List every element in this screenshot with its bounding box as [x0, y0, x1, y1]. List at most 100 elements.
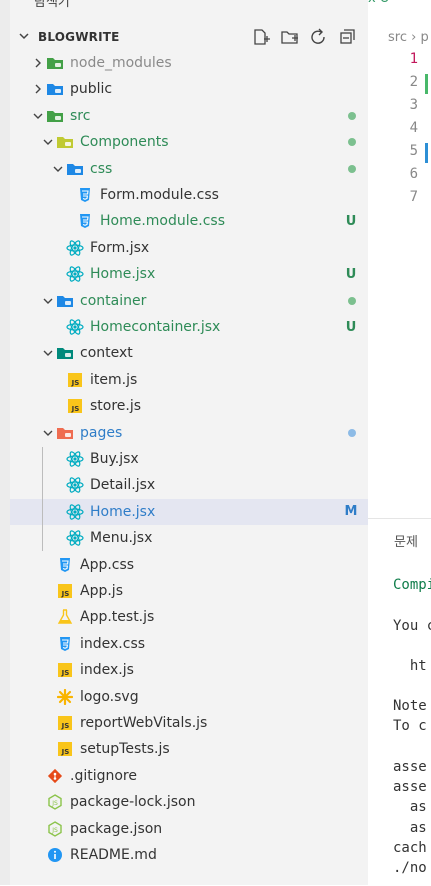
git-status-badge: U: [345, 266, 357, 282]
refresh-icon[interactable]: [309, 28, 329, 46]
tree-item-label: Form.module.css: [100, 187, 219, 203]
tree-file-reportwebvitals-js[interactable]: JS reportWebVitals.js: [10, 710, 368, 736]
tree-item-label: README.md: [70, 847, 157, 863]
folder-components-icon: [56, 133, 74, 151]
chevron-down-icon: [40, 345, 56, 361]
git-icon: [46, 767, 64, 785]
new-file-icon[interactable]: [251, 28, 271, 46]
arrow-spacer: [40, 609, 56, 625]
modified-dot-icon: [348, 138, 356, 147]
terminal-line: as: [393, 799, 427, 815]
tree-item-label: Components: [80, 134, 169, 151]
tree-file-home-jsx[interactable]: Home.jsx U: [10, 261, 368, 287]
breadcrumb[interactable]: src › p: [388, 30, 429, 45]
collapse-all-icon[interactable]: [338, 28, 358, 46]
svg-text:JS: JS: [61, 669, 70, 677]
more-actions-icon[interactable]: ···: [330, 0, 347, 8]
tree-item-label: store.js: [90, 398, 142, 415]
modified-dot-icon: [348, 428, 356, 437]
editor-tab-status[interactable]: x U: [368, 0, 389, 6]
tree-file-detail-jsx[interactable]: Detail.jsx: [10, 472, 368, 498]
arrow-spacer: [30, 768, 46, 784]
tree-item-label: Homecontainer.jsx: [90, 319, 221, 335]
tree-file-store-js[interactable]: JS store.js: [10, 393, 368, 419]
tree-file-form-jsx[interactable]: Form.jsx: [10, 235, 368, 261]
tree-item-label: container: [80, 292, 147, 309]
svg-text:JS: JS: [61, 722, 70, 730]
tree-folder-context[interactable]: context: [10, 340, 368, 366]
tree-item-label: Home.module.css: [100, 213, 225, 230]
project-header[interactable]: BLOGWRITE: [10, 25, 368, 49]
terminal-line: as: [393, 820, 427, 836]
react-icon: [66, 265, 84, 283]
tree-item-label: Menu.jsx: [90, 530, 153, 547]
js-icon: JS: [56, 714, 74, 732]
terminal-line: ./no: [393, 860, 427, 876]
arrow-spacer: [60, 187, 76, 203]
arrow-spacer: [50, 319, 66, 335]
line-number: 1: [409, 51, 418, 67]
tree-file-index-css[interactable]: index.css: [10, 631, 368, 657]
tree-file-form-module-css[interactable]: Form.module.css: [10, 182, 368, 208]
bottom-panel: [368, 518, 431, 886]
tree-folder-src[interactable]: src: [10, 103, 368, 129]
modified-dot-icon: [348, 296, 356, 305]
terminal-line: You c: [393, 618, 431, 634]
chevron-right-icon: [30, 81, 46, 97]
new-folder-icon[interactable]: [280, 28, 300, 46]
react-icon: [66, 239, 84, 257]
tree-item-label: item.js: [90, 371, 138, 388]
arrow-spacer: [30, 847, 46, 863]
js-icon: JS: [56, 740, 74, 758]
tree-item-label: pages: [80, 424, 123, 441]
arrow-spacer: [40, 557, 56, 573]
tree-folder-components[interactable]: Components: [10, 129, 368, 155]
project-title: BLOGWRITE: [38, 30, 120, 44]
arrow-spacer: [40, 583, 56, 599]
tree-folder-container[interactable]: container: [10, 288, 368, 314]
tree-file-readme-md[interactable]: README.md: [10, 842, 368, 868]
tree-file-app-test-js[interactable]: App.test.js: [10, 604, 368, 630]
react-icon: [66, 503, 84, 521]
tree-file-buy-jsx[interactable]: Buy.jsx: [10, 446, 368, 472]
nodejs-icon: JS: [46, 820, 64, 838]
modified-dot-icon: [348, 164, 356, 173]
tree-folder-public[interactable]: public: [10, 76, 368, 102]
terminal-line: asse: [393, 779, 427, 795]
arrow-spacer: [40, 636, 56, 652]
tree-file--gitignore[interactable]: .gitignore: [10, 763, 368, 789]
css-icon: [56, 556, 74, 574]
tree-item-label: reportWebVitals.js: [80, 715, 208, 731]
arrow-spacer: [50, 266, 66, 282]
indent-guide: [42, 447, 43, 551]
react-icon: [66, 476, 84, 494]
terminal-line: asse: [393, 759, 427, 775]
svg-text:JS: JS: [61, 590, 70, 598]
svg-text:JS: JS: [61, 748, 70, 756]
tree-item-label: Home.jsx: [90, 266, 156, 283]
tree-folder-node-modules[interactable]: node_modules: [10, 50, 368, 76]
svg-icon: [56, 688, 74, 706]
tree-file-menu-jsx[interactable]: Menu.jsx: [10, 525, 368, 551]
svg-text:JS: JS: [71, 405, 80, 413]
tree-file-app-css[interactable]: App.css: [10, 552, 368, 578]
tree-folder-css[interactable]: css: [10, 156, 368, 182]
tree-file-logo-svg[interactable]: logo.svg: [10, 684, 368, 710]
terminal-line: To c: [393, 718, 427, 734]
css-icon: [76, 212, 94, 230]
folder-css-icon: [66, 160, 84, 178]
tree-item-label: .gitignore: [70, 767, 137, 784]
tree-item-label: logo.svg: [80, 688, 139, 705]
tree-folder-pages[interactable]: pages: [10, 420, 368, 446]
test-flask-icon: [56, 608, 74, 626]
tab-problems[interactable]: 문제: [394, 535, 418, 550]
